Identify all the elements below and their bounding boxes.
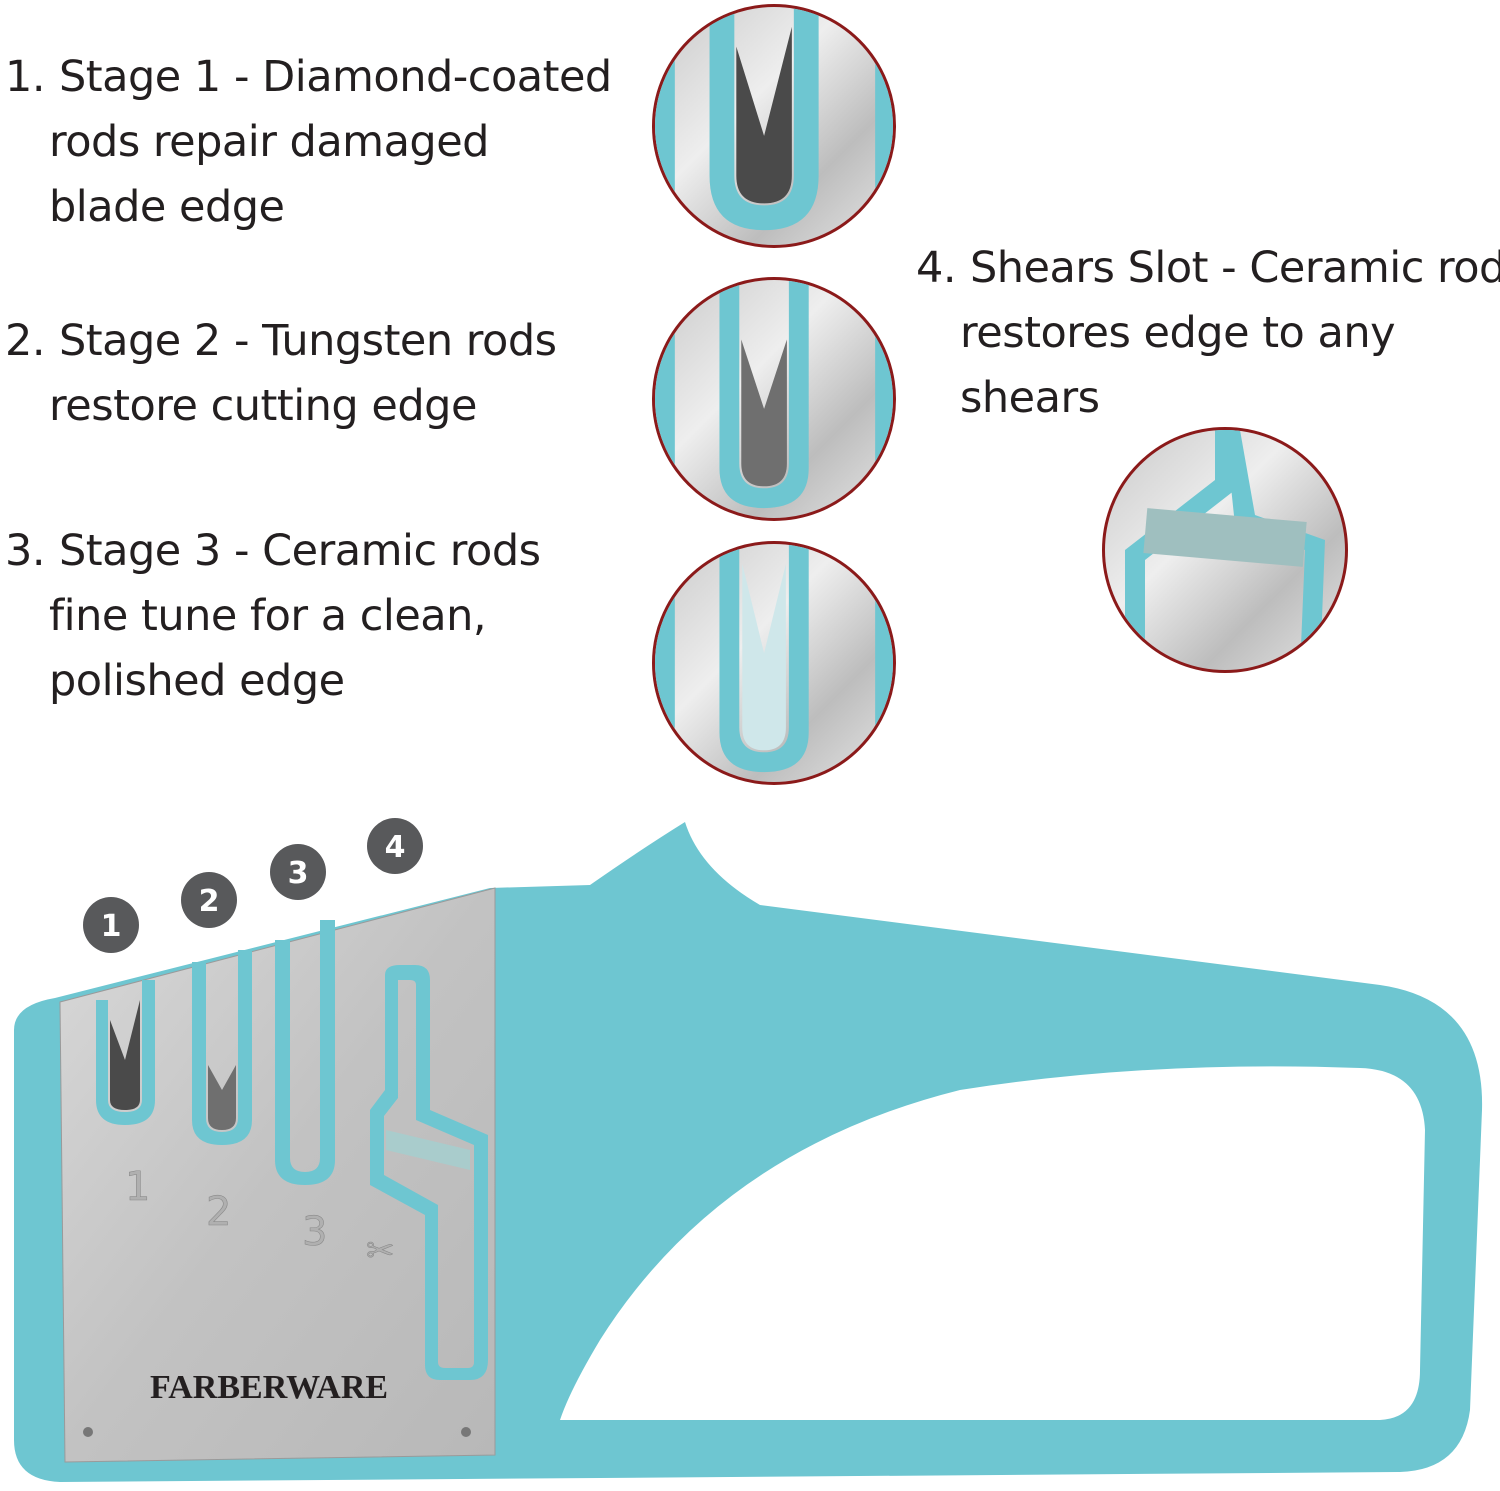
feature-text: restore cutting edge [49, 381, 477, 431]
feature-number: 4. [916, 243, 957, 293]
engraved-label: 1 [125, 1164, 150, 1210]
stage-3-closeup [652, 541, 896, 785]
feature-text: fine tune for a clean, [49, 591, 487, 641]
feature-text: shears [960, 373, 1100, 423]
engraved-labels: 1 2 3 ✂ [125, 1164, 395, 1272]
screw-icon [461, 1427, 471, 1437]
badge-label: 4 [385, 830, 406, 865]
stage-2-closeup [652, 277, 896, 521]
badge-label: 3 [288, 856, 309, 891]
badge-label: 1 [101, 909, 122, 944]
handle-opening [560, 1066, 1425, 1420]
scissors-icon: ✂ [366, 1231, 395, 1271]
badge-2 [181, 872, 237, 928]
stage-1-closeup [652, 4, 896, 248]
slots [96, 920, 488, 1380]
badge-label: 2 [199, 884, 220, 919]
brand-logo: FARBERWARE [150, 1369, 388, 1406]
shears-slot-closeup [1102, 427, 1348, 673]
engraved-label: 3 [302, 1209, 327, 1255]
feature-text: Shears Slot - Ceramic rod [970, 243, 1500, 293]
badge-1 [83, 897, 139, 953]
feature-number: 3. [5, 526, 46, 576]
knife-sharpener-illustration: 1 2 3 ✂ FARBERWARE 1 2 3 4 [14, 818, 1483, 1482]
feature-number: 1. [5, 52, 46, 102]
badge-3 [270, 844, 326, 900]
feature-number: 2. [5, 316, 46, 366]
feature-text: Stage 1 - Diamond-coated [59, 52, 612, 102]
badge-4 [367, 818, 423, 874]
screw-icon [83, 1427, 93, 1437]
feature-text: restores edge to any [960, 308, 1396, 358]
stage-badges: 1 2 3 4 [83, 818, 423, 953]
feature-text: Stage 3 - Ceramic rods [59, 526, 541, 576]
feature-text: polished edge [49, 656, 345, 706]
feature-text: rods repair damaged [49, 117, 489, 167]
feature-text: blade edge [49, 182, 285, 232]
engraved-label: 2 [206, 1189, 231, 1235]
feature-text: Stage 2 - Tungsten rods [59, 316, 557, 366]
